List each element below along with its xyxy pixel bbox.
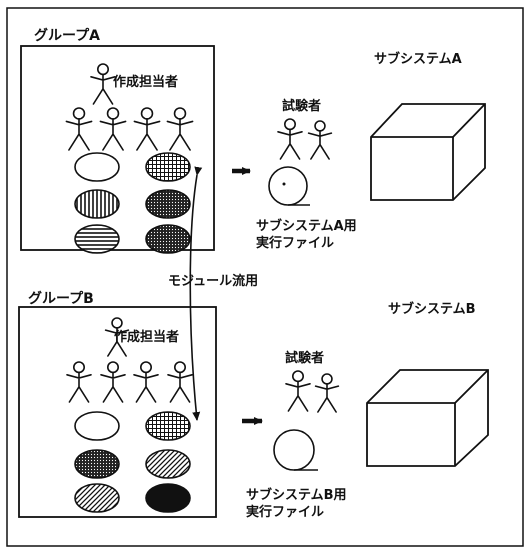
outer-frame: [6, 7, 524, 547]
group-a-creator-label: 作成担当者: [113, 75, 179, 90]
creator-a-person-icon: [90, 63, 116, 105]
tester-b-person-icon: [314, 373, 340, 413]
executable-file-a-icon: [268, 166, 310, 206]
member-b-person-icon: [133, 361, 159, 403]
module-a-dark-dots: [145, 189, 191, 219]
module-reuse-label: モジュール流用: [168, 274, 259, 289]
file-a-label-line2: 実行ファイル: [256, 236, 335, 251]
module-layer: [74, 152, 191, 513]
module-b-blank: [74, 411, 120, 441]
module-a-dark-dots: [145, 224, 191, 254]
member-a-person-icon: [65, 107, 93, 151]
member-b-person-icon: [66, 361, 92, 403]
file-b-label-line2: 実行ファイル: [246, 505, 325, 520]
member-b-person-icon: [100, 361, 126, 403]
tester-a-person-icon: [277, 118, 303, 160]
tester-b-label: 試験者: [285, 351, 325, 366]
module-b-dark-dots: [74, 449, 120, 479]
creator-b-person-icon: [104, 317, 130, 357]
member-a-person-icon: [99, 107, 127, 151]
module-b-diagonal: [74, 483, 120, 513]
group-b-creator-label: 作成担当者: [114, 330, 180, 345]
module-b-diagonal: [145, 449, 191, 479]
file-a-label-line1: サブシステムA用: [256, 219, 357, 234]
module-reuse-arrow: [189, 166, 203, 421]
executable-file-b-icon: [273, 429, 318, 471]
module-a-crosshatch: [145, 152, 191, 182]
module-b-solid: [145, 483, 191, 513]
subsystem-b-cube-icon: [366, 369, 489, 467]
tester-a-label: 試験者: [282, 99, 322, 114]
module-b-crosshatch: [145, 411, 191, 441]
group-a-box: [20, 45, 215, 251]
module-a-blank: [74, 152, 120, 182]
tester-a-person-icon: [307, 120, 333, 160]
member-a-person-icon: [166, 107, 194, 151]
module-a-vertical: [74, 189, 120, 219]
group-b-box: [18, 306, 217, 518]
tester-b-person-icon: [285, 370, 311, 412]
file-b-label-line1: サブシステムB用: [246, 488, 347, 503]
group-b-title: グループB: [28, 291, 94, 307]
subsystem-a-label: サブシステムA: [374, 52, 462, 67]
subsystem-a-cube-icon: [370, 103, 486, 201]
member-b-person-icon: [167, 361, 193, 403]
member-a-person-icon: [133, 107, 161, 151]
subsystem-b-label: サブシステムB: [388, 302, 476, 317]
module-a-horizontal: [74, 224, 120, 254]
people-layer: [65, 63, 340, 413]
group-a-title: グループA: [34, 28, 100, 44]
